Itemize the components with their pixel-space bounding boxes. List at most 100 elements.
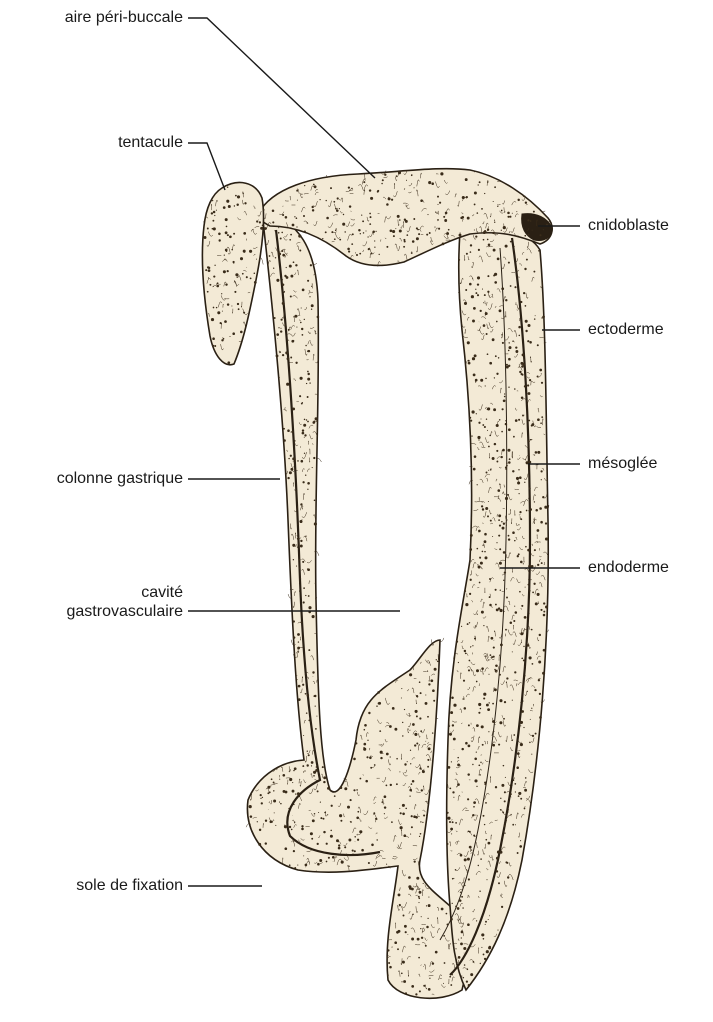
stipple-dot <box>525 587 526 588</box>
stipple-dot <box>538 679 540 681</box>
stipple-dot <box>450 711 453 714</box>
stipple-dot <box>527 549 530 552</box>
stipple-dot <box>315 417 318 420</box>
stipple-dot <box>223 270 226 273</box>
stipple-dot <box>545 537 548 540</box>
stipple-dot <box>283 255 285 257</box>
stipple-dot <box>531 629 533 631</box>
stipple-dot <box>468 878 470 880</box>
stipple-dot <box>482 508 484 510</box>
stipple-dot <box>350 799 352 801</box>
stipple-dot <box>404 925 407 928</box>
stipple-dot <box>270 820 273 823</box>
stipple-dot <box>400 826 403 829</box>
stipple-dot <box>416 877 419 880</box>
stipple-dot <box>449 821 451 823</box>
stipple-dot <box>480 379 483 382</box>
stipple-dot <box>474 229 475 230</box>
stipple-dot <box>410 750 411 751</box>
stipple-dot <box>303 601 305 603</box>
stipple-dot <box>278 252 281 255</box>
stipple-dot <box>475 625 476 626</box>
stipple-dot <box>472 645 473 646</box>
stipple-dot <box>389 725 392 728</box>
stipple-dot <box>513 734 515 736</box>
stipple-dot <box>309 382 310 383</box>
stipple-dot <box>405 992 407 994</box>
stipple-dot <box>438 673 439 674</box>
stipple-dot <box>205 269 207 271</box>
stipple-dot <box>427 766 429 768</box>
stipple-dot <box>284 275 286 277</box>
stipple-dot <box>512 824 514 826</box>
stipple-dot <box>357 839 359 841</box>
stipple-dot <box>332 856 335 859</box>
stipple-dot <box>377 691 380 694</box>
stipple-dot <box>452 791 454 793</box>
stipple-dot <box>381 183 383 185</box>
stipple-dot <box>250 277 252 279</box>
stipple-dot <box>401 981 402 982</box>
stipple-dot <box>237 195 240 198</box>
stipple-dot <box>287 429 290 432</box>
stipple-dot <box>305 474 306 475</box>
stipple-dot <box>292 224 295 227</box>
stipple-dot <box>514 246 515 247</box>
stipple-dot <box>465 178 468 181</box>
stipple-dot <box>418 896 420 898</box>
stipple-dot <box>278 232 280 234</box>
stipple-dot <box>459 899 462 902</box>
stipple-dot <box>293 620 295 622</box>
stipple-dot <box>461 626 462 627</box>
stipple-dot <box>521 605 523 607</box>
stipple-dot <box>306 383 307 384</box>
stipple-dot <box>273 790 274 791</box>
stipple-dot <box>307 396 309 398</box>
stipple-dot <box>374 240 375 241</box>
stipple-dot <box>442 243 445 246</box>
stipple-dot <box>494 222 495 223</box>
stipple-dot <box>522 353 525 356</box>
stipple-dot <box>505 420 506 421</box>
stipple-dot <box>469 283 472 286</box>
stipple-dot <box>295 264 297 266</box>
stipple-dot <box>297 792 300 795</box>
stipple-dot <box>426 234 428 236</box>
stipple-dot <box>481 505 483 507</box>
stipple-dot <box>528 440 530 442</box>
stipple-dot <box>492 703 494 705</box>
stipple-dot <box>477 726 478 727</box>
stipple-dot <box>502 527 505 530</box>
stipple-dot <box>465 289 467 291</box>
stipple-dot <box>495 786 497 788</box>
stipple-dot <box>501 431 503 433</box>
stipple-dot <box>420 692 422 694</box>
stipple-dot <box>311 765 312 766</box>
stipple-dot <box>509 342 510 343</box>
stipple-dot <box>487 239 489 241</box>
stipple-dot <box>319 859 322 862</box>
stipple-dot <box>524 385 526 387</box>
stipple-dot <box>293 770 294 771</box>
stipple-dot <box>525 305 527 307</box>
stipple-dot <box>366 756 368 758</box>
stipple-dot <box>503 551 506 554</box>
stipple-dot <box>426 926 429 929</box>
stipple-dot <box>300 621 302 623</box>
stipple-dot <box>339 814 342 817</box>
stipple-dot <box>387 974 389 976</box>
stipple-dot <box>449 976 451 978</box>
stipple-dot <box>282 284 284 286</box>
stipple-dot <box>457 763 460 766</box>
stipple-dot <box>207 266 209 268</box>
stipple-dot <box>298 698 301 701</box>
stipple-dot <box>280 330 282 332</box>
stipple-dot <box>485 312 488 315</box>
stipple-dot <box>227 303 229 305</box>
stipple-dot <box>499 674 501 676</box>
stipple-dot <box>494 281 497 284</box>
stipple-dot <box>260 794 262 796</box>
stipple-dot <box>519 591 521 593</box>
stipple-dot <box>529 379 531 381</box>
stipple-dot <box>523 659 525 661</box>
